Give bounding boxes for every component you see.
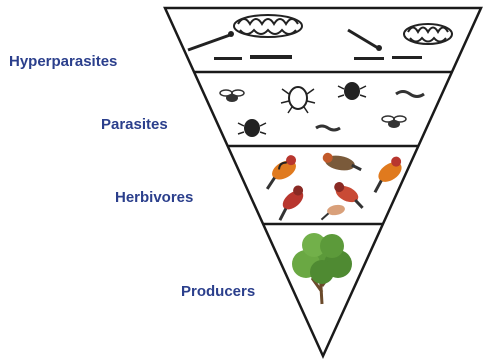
larva-icon	[395, 90, 425, 98]
fly-icon	[219, 89, 245, 102]
bird-icon	[322, 152, 362, 172]
bird-nest-icon	[403, 23, 453, 45]
herbivores-level	[265, 152, 402, 221]
bird-icon	[373, 156, 402, 194]
bird-icon	[265, 155, 297, 190]
label-herbivores: Herbivores	[115, 189, 194, 206]
twig-icon	[187, 31, 234, 52]
bird-icon	[320, 204, 345, 221]
producers-level	[292, 233, 352, 305]
bird-icon	[278, 185, 304, 221]
specks-decoration	[214, 55, 422, 60]
pyramid-outline	[163, 6, 483, 360]
beetle-icon	[337, 82, 367, 100]
hyperparasites-level	[187, 14, 453, 60]
label-parasites: Parasites	[101, 116, 168, 133]
tick-icon	[280, 86, 316, 114]
tree-icon	[292, 233, 352, 305]
twig-icon	[347, 28, 382, 51]
beetle-icon	[237, 119, 267, 137]
bird-nest-icon	[233, 14, 303, 38]
label-producers: Producers	[181, 283, 256, 300]
label-hyperparasites: Hyperparasites	[9, 53, 118, 70]
larva-icon	[315, 124, 341, 132]
fly-icon	[381, 115, 407, 128]
bird-icon	[334, 182, 364, 209]
parasites-level	[219, 82, 425, 137]
